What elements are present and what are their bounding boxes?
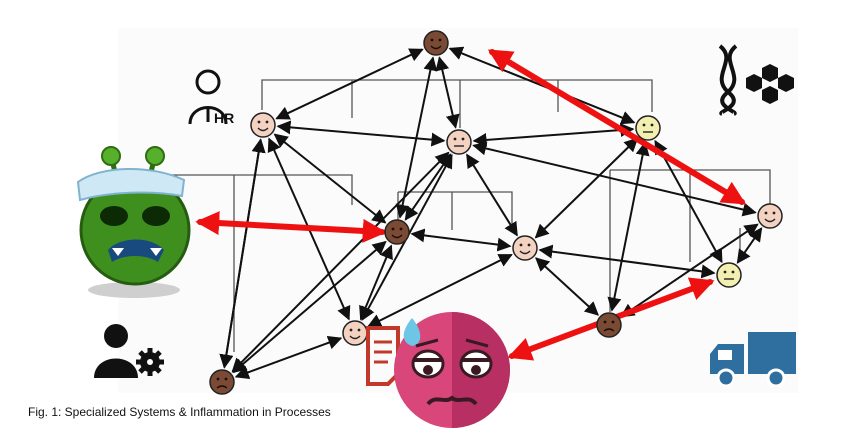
face-node-n6: [512, 235, 538, 261]
face-node-n7: [757, 203, 783, 229]
face-node-n11: [209, 369, 235, 395]
hr-person-icon: HR: [188, 69, 234, 126]
face-node-n5: [384, 219, 410, 245]
dna-molecule-icon: [718, 44, 794, 116]
face-node-n1: [423, 30, 449, 56]
red-arrow-top-to-right: [487, 49, 747, 205]
red-arrow-alien-to-brown-node: [195, 211, 387, 243]
person-nodes: [209, 30, 783, 395]
delivery-truck-icon: [710, 332, 796, 388]
document-icon: [366, 326, 400, 386]
face-node-n3: [446, 129, 472, 155]
face-node-n4: [635, 115, 661, 141]
hr-label: HR: [214, 110, 234, 126]
figure-caption: Fig. 1: Specialized Systems & Inflammati…: [28, 405, 331, 419]
exhausted-sweating-face-icon: [394, 312, 510, 428]
face-node-n2: [250, 112, 276, 138]
user-settings-icon: [94, 324, 164, 378]
face-node-n10: [596, 312, 622, 338]
sick-alien-emoji-icon: [76, 146, 191, 298]
face-node-n8: [716, 262, 742, 288]
edge-n2-n11: [219, 138, 266, 369]
face-node-n9: [342, 320, 368, 346]
